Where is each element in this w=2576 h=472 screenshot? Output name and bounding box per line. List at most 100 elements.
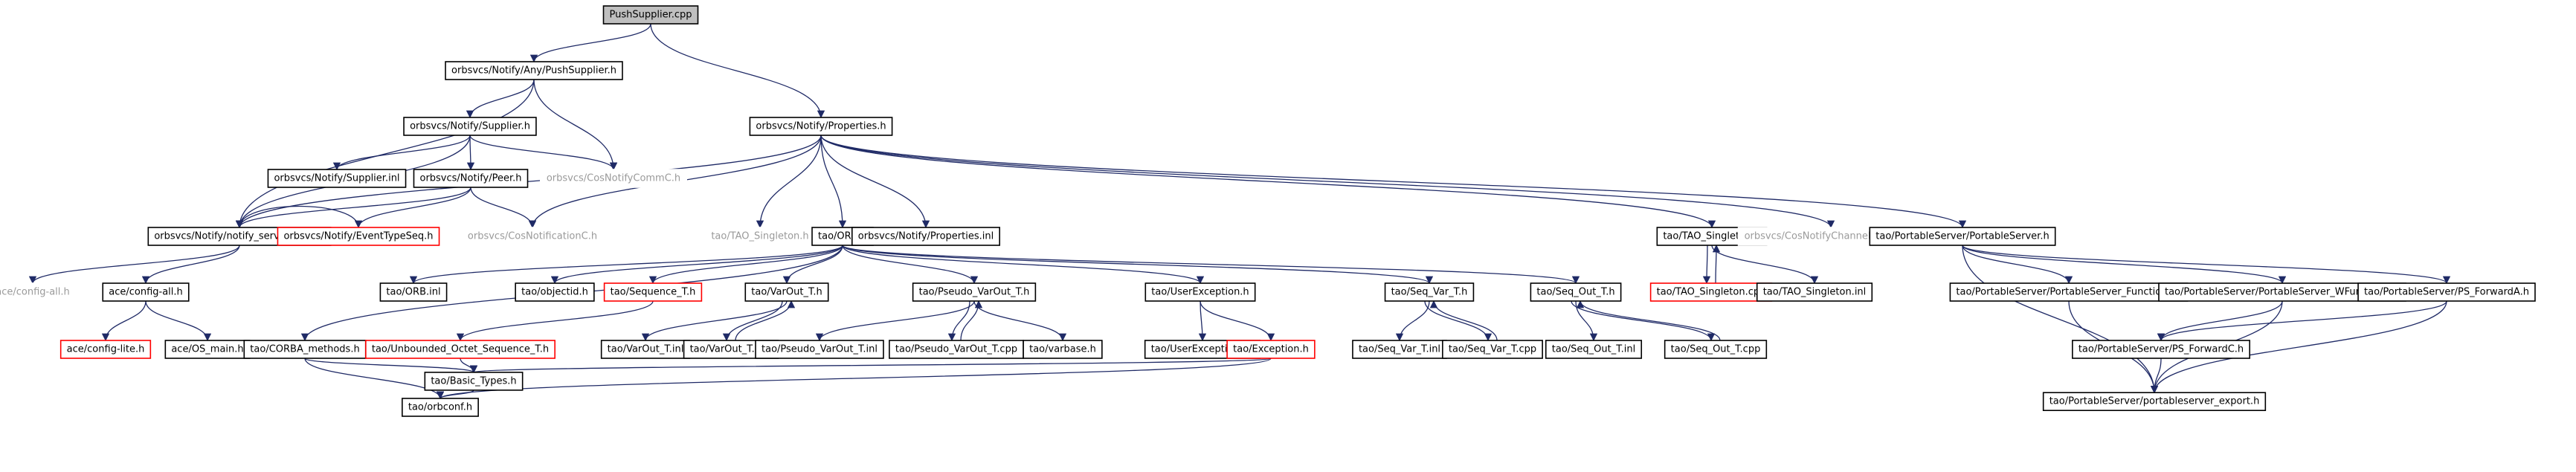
node-label: tao/Seq_Out_T.h xyxy=(1536,287,1614,298)
node-n19[interactable]: tao/PortableServer/PortableServer.h xyxy=(1869,227,2056,246)
edge-n15-n23 xyxy=(782,245,843,285)
node-box xyxy=(1144,282,1256,302)
node-n41[interactable]: tao/Exception.h xyxy=(1226,340,1316,359)
node-label: tao/VarOut_T.cpp xyxy=(690,344,773,355)
node-box xyxy=(515,282,595,302)
node-box xyxy=(59,340,152,359)
node-n34[interactable]: tao/Unbounded_Octet_Sequence_T.h xyxy=(365,340,556,359)
edge-n3-n5 xyxy=(469,135,618,171)
node-n49[interactable]: tao/orbconf.h xyxy=(402,398,479,417)
edge-n24-n38 xyxy=(947,300,970,342)
node-box xyxy=(403,117,537,136)
node-n21[interactable]: tao/objectid.h xyxy=(515,282,595,302)
node-n2[interactable]: orbsvcs/Notify/Properties.h xyxy=(749,117,893,136)
edge-n38-n24 xyxy=(960,300,983,341)
node-n48[interactable]: tao/PortableServer/portableserver_export… xyxy=(2042,392,2267,412)
node-n35[interactable]: tao/VarOut_T.inl xyxy=(600,340,691,359)
edge-n8-n4 xyxy=(235,205,359,229)
node-label: tao/Basic_Types.h xyxy=(431,375,516,387)
node-label: orbsvcs/CosNotifyCommC.h xyxy=(547,173,680,184)
node-n0[interactable]: PushSupplier.cpp xyxy=(602,5,699,25)
edge-n0-n2 xyxy=(650,23,825,119)
node-n23[interactable]: tao/VarOut_T.h xyxy=(744,282,829,302)
node-n29[interactable]: tao/TAO_Singleton.inl xyxy=(1756,282,1873,302)
node-label: tao/Seq_Var_T.cpp xyxy=(1449,344,1536,355)
node-box xyxy=(912,282,1037,302)
node-n3[interactable]: orbsvcs/Notify/Supplier.h xyxy=(403,117,537,136)
edge-n7-n4 xyxy=(235,187,471,229)
node-label: tao/PortableServer/PS_ForwardA.h xyxy=(2364,287,2529,298)
node-label: tao/Seq_Out_T.cpp xyxy=(1671,344,1761,355)
edge-n25-n41 xyxy=(1200,300,1275,342)
node-n45[interactable]: tao/Seq_Out_T.cpp xyxy=(1664,340,1768,359)
node-n30[interactable]: tao/PortableServer/PortableServer_Functi… xyxy=(1949,282,2189,302)
edge-n46-n48 xyxy=(2150,358,2162,394)
node-label: tao/Seq_Var_T.inl xyxy=(1359,344,1440,355)
node-n32[interactable]: tao/PortableServer/PS_ForwardA.h xyxy=(2357,282,2536,302)
node-n14[interactable]: tao/TAO_Singleton.h xyxy=(704,227,816,246)
node-box xyxy=(1384,282,1475,302)
node-n43[interactable]: tao/Seq_Var_T.cpp xyxy=(1442,340,1543,359)
edge-n23-n36 xyxy=(722,300,783,342)
node-n8[interactable]: orbsvcs/Notify/EventTypeSeq.h xyxy=(277,227,440,246)
node-n27[interactable]: tao/Seq_Out_T.h xyxy=(1530,282,1622,302)
node-box xyxy=(164,340,251,359)
node-label: tao/UserException.h xyxy=(1151,287,1249,298)
node-n20[interactable]: tao/ORB.inl xyxy=(379,282,448,302)
edge-n15-n21 xyxy=(550,245,843,285)
node-n47[interactable]: tao/Basic_Types.h xyxy=(424,372,524,391)
node-n12[interactable]: ace/config-lite.h xyxy=(59,340,152,359)
node-box xyxy=(1442,340,1543,359)
node-n25[interactable]: tao/UserException.h xyxy=(1144,282,1256,302)
edge-n27-n44 xyxy=(1575,300,1598,342)
edge-n1-n5 xyxy=(533,79,618,171)
node-n37[interactable]: tao/Pseudo_VarOut_T.inl xyxy=(755,340,884,359)
edge-n32-n48 xyxy=(2150,300,2447,394)
node-box xyxy=(0,282,77,302)
node-n7[interactable]: orbsvcs/Notify/Peer.h xyxy=(413,169,529,188)
node-label: tao/CORBA_methods.h xyxy=(250,344,359,355)
node-n44[interactable]: tao/Seq_Out_T.inl xyxy=(1545,340,1643,359)
node-n13[interactable]: ace/OS_main.h xyxy=(164,340,251,359)
node-label: tao/objectid.h xyxy=(521,287,588,298)
node-label: orbsvcs/Notify/Properties.inl xyxy=(858,231,994,242)
node-n22[interactable]: tao/Sequence_T.h xyxy=(603,282,703,302)
edge-n2-n19 xyxy=(820,135,1966,229)
node-n46[interactable]: tao/PortableServer/PS_ForwardC.h xyxy=(2072,340,2250,359)
node-label: orbsvcs/Notify/Supplier.inl xyxy=(274,173,399,184)
node-n1[interactable]: orbsvcs/Notify/Any/PushSupplier.h xyxy=(445,61,623,80)
edge-n1-n4 xyxy=(235,79,535,229)
node-n39[interactable]: tao/varbase.h xyxy=(1023,340,1103,359)
node-box xyxy=(2072,340,2250,359)
node-n38[interactable]: tao/Pseudo_VarOut_T.cpp xyxy=(889,340,1024,359)
node-box xyxy=(1869,227,2056,246)
edge-n32-n46 xyxy=(2157,300,2447,342)
edge-n2-n17 xyxy=(820,135,1716,229)
node-label: tao/PortableServer/PortableServer_Functi… xyxy=(1956,287,2181,298)
node-n9[interactable]: orbsvcs/CosNotificationC.h xyxy=(461,227,604,246)
node-label: orbsvcs/CosNotificationC.h xyxy=(468,231,597,242)
edge-n15-n24 xyxy=(842,245,979,285)
edge-n47-n49 xyxy=(436,389,474,400)
node-n28[interactable]: tao/TAO_Singleton.cpp xyxy=(1649,282,1773,302)
node-label: tao/TAO_Singleton.h xyxy=(711,231,808,242)
node-box xyxy=(1530,282,1622,302)
node-n6[interactable]: orbsvcs/Notify/Supplier.inl xyxy=(267,169,407,188)
node-box xyxy=(1023,340,1103,359)
node-label: tao/Exception.h xyxy=(1233,344,1309,355)
node-n26[interactable]: tao/Seq_Var_T.h xyxy=(1384,282,1475,302)
node-box xyxy=(1649,282,1773,302)
node-label: ace/config-all.h xyxy=(0,287,70,298)
node-n11[interactable]: ace/config-all.h xyxy=(102,282,190,302)
edge-n2-n16 xyxy=(820,135,930,229)
node-n24[interactable]: tao/Pseudo_VarOut_T.h xyxy=(912,282,1037,302)
node-label: orbsvcs/Notify/EventTypeSeq.h xyxy=(283,231,433,242)
node-n33[interactable]: tao/CORBA_methods.h xyxy=(243,340,367,359)
node-n42[interactable]: tao/Seq_Var_T.inl xyxy=(1352,340,1447,359)
node-label: tao/varbase.h xyxy=(1029,344,1096,355)
node-n10[interactable]: ace/config-all.h xyxy=(0,282,77,302)
edge-n19-n30 xyxy=(1962,245,2073,285)
node-n16[interactable]: orbsvcs/Notify/Properties.inl xyxy=(851,227,1001,246)
node-n5[interactable]: orbsvcs/CosNotifyCommC.h xyxy=(540,169,687,188)
edge-n19-n48 xyxy=(1962,245,2159,394)
